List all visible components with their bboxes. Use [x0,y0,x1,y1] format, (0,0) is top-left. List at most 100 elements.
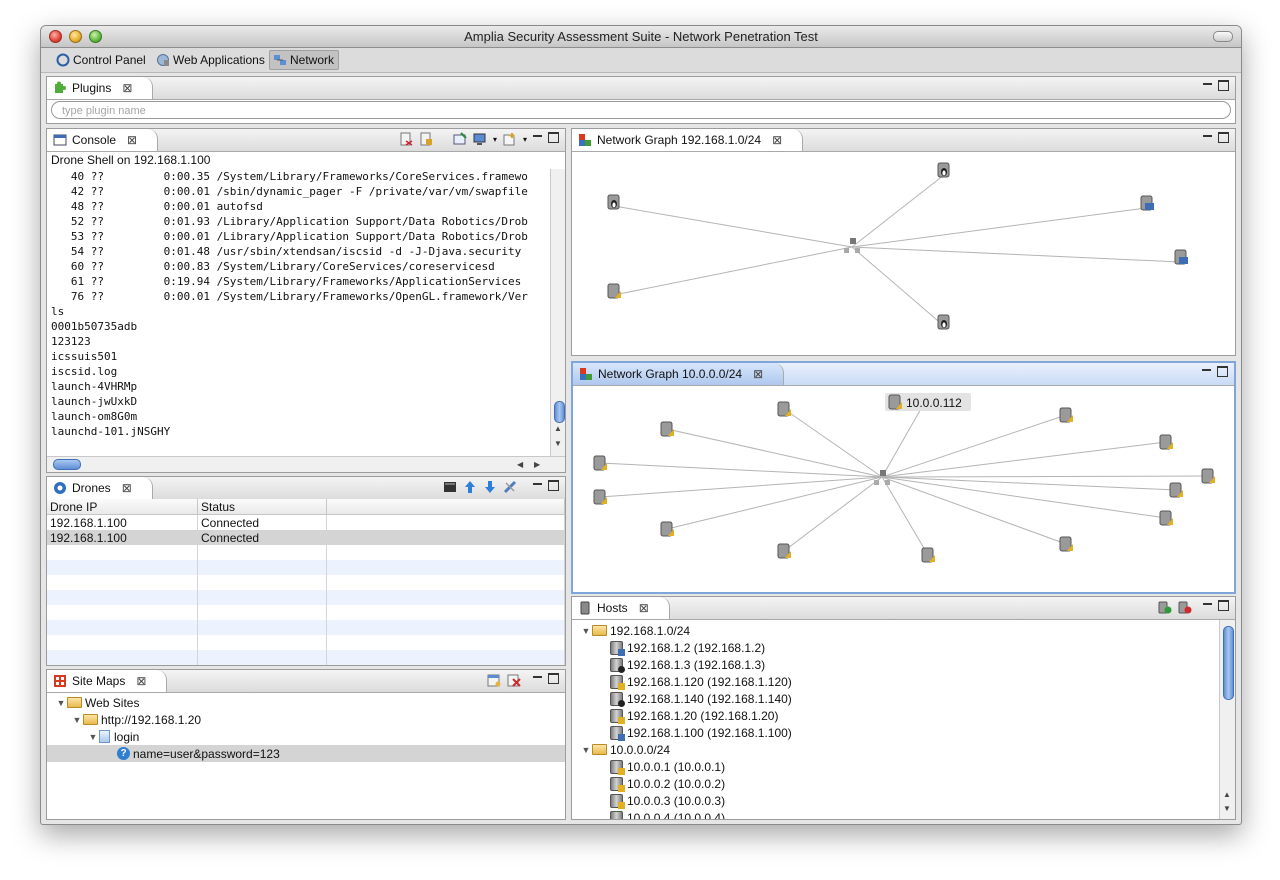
toolbar-toggle-button[interactable] [1213,31,1233,42]
tree-node-host[interactable]: 192.168.1.20 (192.168.1.20) [572,707,1219,724]
host-node-unknown[interactable] [777,401,791,417]
hosts-vertical-scrollbar[interactable]: ▲ ▼ [1219,620,1235,819]
title-bar[interactable]: Amplia Security Assessment Suite - Netwo… [41,26,1241,48]
minimize-panel-button[interactable] [1203,602,1212,605]
host-node-unknown[interactable] [777,543,791,559]
tab-network-graph-192[interactable]: Network Graph 192.168.1.0/24 ⊠ [572,129,804,151]
network-graph-canvas[interactable]: 10.0.0.112 [573,387,1234,592]
tree-node-subnet[interactable]: ▼192.168.1.0/24 [572,622,1219,639]
minimize-panel-button[interactable] [1202,368,1211,371]
terminal-icon[interactable] [443,480,457,494]
host-node-linux[interactable] [937,314,950,330]
network-graph-canvas[interactable] [572,152,1235,355]
minimize-panel-button[interactable] [1203,82,1212,85]
maximize-panel-button[interactable] [1218,80,1229,91]
tab-drones[interactable]: Drones ⊠ [47,477,153,499]
table-row[interactable]: 192.168.1.100 Connected [47,530,565,545]
tree-node-subnet[interactable]: ▼10.0.0.0/24 [572,741,1219,758]
host-node-windows[interactable] [1174,249,1188,265]
scroll-down-icon[interactable]: ▼ [1223,804,1231,813]
tree-node-host[interactable]: 10.0.0.4 (10.0.0.4) [572,809,1219,819]
arrow-up-icon[interactable] [463,480,477,494]
host-node-unknown[interactable] [1159,434,1173,450]
minimize-window-button[interactable] [69,30,82,43]
maximize-panel-button[interactable] [1218,132,1229,143]
open-console-icon[interactable] [503,132,517,146]
host-node-unknown[interactable] [660,521,674,537]
arrow-down-icon[interactable] [483,480,497,494]
maximize-panel-button[interactable] [548,132,559,143]
expand-arrow-icon[interactable]: ▼ [72,714,82,725]
scrollbar-thumb[interactable] [53,459,81,470]
host-node-linux[interactable] [607,194,620,210]
host-node-unknown[interactable] [607,283,621,299]
tree-node-host[interactable]: 10.0.0.2 (10.0.0.2) [572,775,1219,792]
expand-arrow-icon[interactable]: ▼ [56,697,66,708]
scroll-left-icon[interactable]: ◀ [517,460,524,469]
tab-console[interactable]: Console ⊠ [47,129,159,151]
host-node-unknown[interactable] [1201,468,1215,484]
minimize-panel-button[interactable] [1203,134,1212,137]
tab-network-graph-10[interactable]: Network Graph 10.0.0.0/24 ⊠ [573,363,785,385]
perspective-network[interactable]: Network [269,50,340,70]
minimize-panel-button[interactable] [533,134,542,137]
new-site-icon[interactable] [487,673,501,687]
delete-site-icon[interactable] [507,673,521,687]
host-node-unknown[interactable] [1059,407,1073,423]
host-node-unknown[interactable] [921,547,935,563]
host-node-linux[interactable] [937,162,950,178]
clear-console-icon[interactable] [399,132,413,146]
perspective-control-panel[interactable]: Control Panel [53,51,150,69]
zoom-window-button[interactable] [89,30,102,43]
perspective-web-applications[interactable]: Web Applications [153,51,269,69]
host-node-unknown[interactable] [1159,510,1173,526]
close-tab-icon[interactable]: ⊠ [127,133,138,147]
plugin-search-input[interactable]: type plugin name [51,101,1231,119]
table-row[interactable]: 192.168.1.100 Connected [47,514,565,530]
host-node-windows[interactable] [1140,195,1154,211]
close-tab-icon[interactable]: ⊠ [136,674,147,688]
chevron-down-icon[interactable]: ▾ [523,134,528,144]
minimize-panel-button[interactable] [533,482,542,485]
disconnect-icon[interactable] [503,480,517,494]
scroll-lock-icon[interactable] [419,132,433,146]
add-host-icon[interactable] [1158,600,1172,614]
expand-arrow-icon[interactable]: ▼ [581,744,591,755]
scroll-right-icon[interactable]: ▶ [534,460,541,469]
host-node-unknown[interactable] [1059,536,1073,552]
expand-arrow-icon[interactable]: ▼ [581,625,591,636]
pin-console-icon[interactable] [453,132,467,146]
maximize-panel-button[interactable] [1218,600,1229,611]
hub-node[interactable] [844,238,860,253]
console-vertical-scrollbar[interactable]: ▲ ▼ [550,169,565,456]
minimize-panel-button[interactable] [533,675,542,678]
close-tab-icon[interactable]: ⊠ [121,481,132,495]
maximize-panel-button[interactable] [548,673,559,684]
display-console-icon[interactable] [473,132,487,146]
tab-hosts[interactable]: Hosts ⊠ [572,597,670,619]
scroll-up-icon[interactable]: ▲ [1223,790,1231,799]
remove-host-icon[interactable] [1178,600,1192,614]
close-tab-icon[interactable]: ⊠ [638,601,649,615]
tree-node-host[interactable]: 192.168.1.100 (192.168.1.100) [572,724,1219,741]
column-header-drone-ip[interactable]: Drone IP [47,499,198,515]
console-output[interactable]: 40 ?? 0:00.35 /System/Library/Frameworks… [51,169,547,445]
scrollbar-thumb[interactable] [1223,626,1234,700]
tree-node-site[interactable]: ▼ http://192.168.1.20 [47,711,565,728]
tab-plugins[interactable]: Plugins ⊠ [47,77,154,99]
host-node-unknown[interactable] [593,489,607,505]
tree-node-host[interactable]: 192.168.1.3 (192.168.1.3) [572,656,1219,673]
chevron-down-icon[interactable]: ▾ [493,134,498,144]
expand-arrow-icon[interactable]: ▼ [88,731,98,742]
tree-node-parameter[interactable]: ? name=user&password=123 [47,745,565,762]
scroll-up-icon[interactable]: ▲ [554,424,562,433]
tree-node-host[interactable]: 192.168.1.140 (192.168.1.140) [572,690,1219,707]
host-node-unknown[interactable] [660,421,674,437]
column-header-status[interactable]: Status [197,499,327,515]
host-node-unknown[interactable] [1169,482,1183,498]
tree-node-page[interactable]: ▼ login [47,728,565,745]
maximize-panel-button[interactable] [1217,366,1228,377]
close-tab-icon[interactable]: ⊠ [753,367,764,381]
console-horizontal-scrollbar[interactable]: ◀ ▶ [47,456,565,472]
hub-node[interactable] [874,470,890,485]
